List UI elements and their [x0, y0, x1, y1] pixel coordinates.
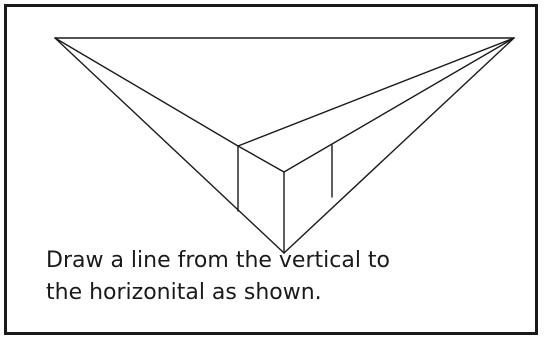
right-vp-line-top [237, 37, 515, 147]
box-top-right-edge [283, 37, 515, 173]
diagram-frame [4, 4, 538, 335]
right-vp-line-bottom [283, 37, 515, 254]
caption-line-2: the horizonital as shown. [46, 280, 322, 305]
caption-line-1: Draw a line from the vertical to [46, 248, 391, 273]
instruction-caption: Draw a line from the vertical to the hor… [46, 245, 526, 309]
box-top-left-edge [237, 145, 285, 173]
left-vp-line-top [54, 37, 239, 147]
left-vp-line-bottom [54, 37, 285, 254]
